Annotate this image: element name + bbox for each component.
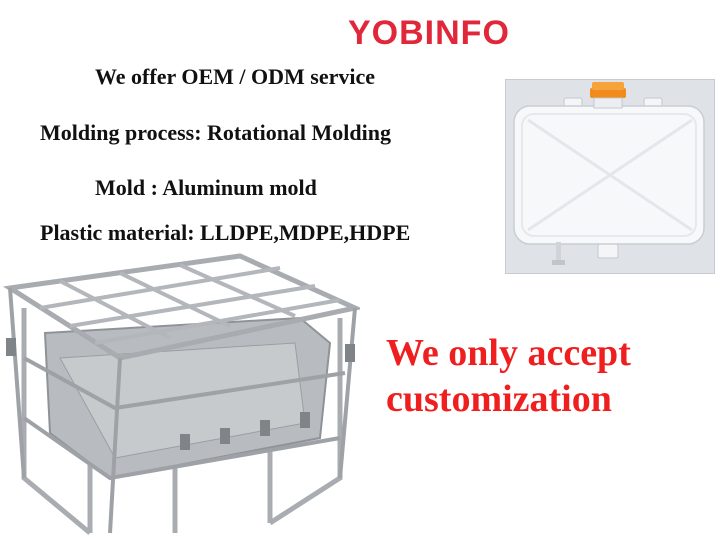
brand-logo: YOBINFO xyxy=(348,8,538,52)
logo-mark-icon: YOBINFO xyxy=(348,14,510,52)
oem-service-line: We offer OEM / ODM service xyxy=(95,64,375,89)
tank-photo xyxy=(505,79,715,274)
white-plastic-tank-icon xyxy=(506,80,714,273)
mold-photo xyxy=(0,248,363,537)
promo-line-1: We only accept xyxy=(386,332,631,374)
mold-material-line: Mold : Aluminum mold xyxy=(95,175,317,200)
plastic-material-line: Plastic material: LLDPE,MDPE,HDPE xyxy=(40,220,411,245)
molding-process-line: Molding process: Rotational Molding xyxy=(40,120,392,145)
customization-notice: We only accept customization xyxy=(386,330,631,422)
promo-line-2: customization xyxy=(386,378,612,420)
aluminum-mold-frame-icon xyxy=(0,248,363,537)
logo-text: YOBINFO xyxy=(348,14,510,52)
